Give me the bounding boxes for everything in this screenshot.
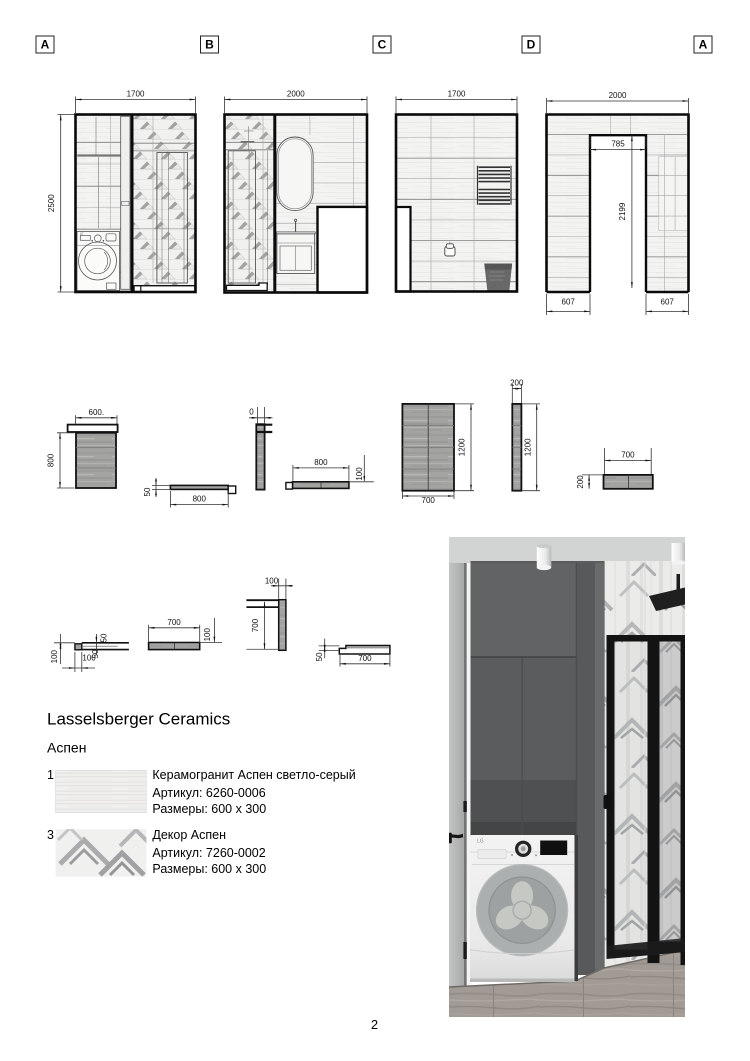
svg-text:50: 50 (315, 652, 324, 661)
svg-text:785: 785 (611, 140, 625, 149)
svg-text:607: 607 (562, 298, 576, 307)
svg-text:1200: 1200 (458, 438, 467, 456)
svg-text:600.: 600. (89, 408, 105, 417)
svg-text:1: 1 (47, 768, 54, 782)
svg-text:1700: 1700 (448, 90, 466, 99)
svg-text:50: 50 (143, 487, 152, 496)
svg-text:50: 50 (100, 633, 109, 642)
svg-text:LG: LG (80, 233, 83, 236)
svg-text:100: 100 (50, 649, 59, 663)
svg-text:800: 800 (314, 458, 328, 467)
svg-text:800: 800 (47, 453, 56, 467)
svg-text:200: 200 (576, 475, 585, 489)
svg-text:2199: 2199 (618, 202, 627, 220)
svg-text:Размеры: 600 х 300: Размеры: 600 х 300 (152, 862, 266, 876)
svg-text:100: 100 (265, 576, 279, 585)
svg-text:700: 700 (251, 618, 260, 632)
svg-text:100: 100 (355, 467, 364, 481)
svg-text:700: 700 (422, 496, 436, 505)
svg-text:1200: 1200 (523, 438, 532, 456)
svg-text:800: 800 (193, 495, 207, 504)
svg-text:2000: 2000 (609, 91, 627, 100)
svg-text:B: B (205, 38, 214, 52)
svg-text:A: A (41, 38, 50, 52)
svg-text:Lasselsberger Ceramics: Lasselsberger Ceramics (47, 710, 230, 729)
svg-text:2: 2 (371, 1017, 378, 1032)
svg-text:Размеры: 600 х 300: Размеры: 600 х 300 (152, 802, 266, 816)
svg-text:700: 700 (621, 451, 635, 460)
svg-text:200: 200 (510, 379, 524, 388)
svg-text:LG: LG (477, 839, 484, 845)
svg-text:0: 0 (249, 408, 254, 417)
svg-text:Декор Аспен: Декор Аспен (152, 828, 226, 842)
svg-text:A: A (699, 38, 708, 52)
svg-text:Артикул: 7260-0002: Артикул: 7260-0002 (152, 846, 265, 860)
svg-text:700: 700 (167, 618, 181, 627)
svg-text:Аспен: Аспен (47, 740, 86, 756)
svg-text:D: D (527, 38, 536, 52)
svg-text:700: 700 (358, 654, 372, 663)
svg-text:2000: 2000 (287, 90, 305, 99)
svg-text:Керамогранит Аспен светло-серы: Керамогранит Аспен светло-серый (152, 768, 355, 782)
svg-text:50: 50 (91, 649, 100, 658)
svg-text:100: 100 (82, 653, 96, 662)
svg-text:3: 3 (47, 828, 54, 842)
svg-text:607: 607 (661, 298, 675, 307)
svg-text:100: 100 (203, 627, 212, 641)
svg-text:1700: 1700 (127, 90, 145, 99)
svg-text:C: C (378, 38, 387, 52)
svg-text:2500: 2500 (47, 194, 56, 212)
svg-text:Артикул: 6260-0006: Артикул: 6260-0006 (152, 786, 265, 800)
